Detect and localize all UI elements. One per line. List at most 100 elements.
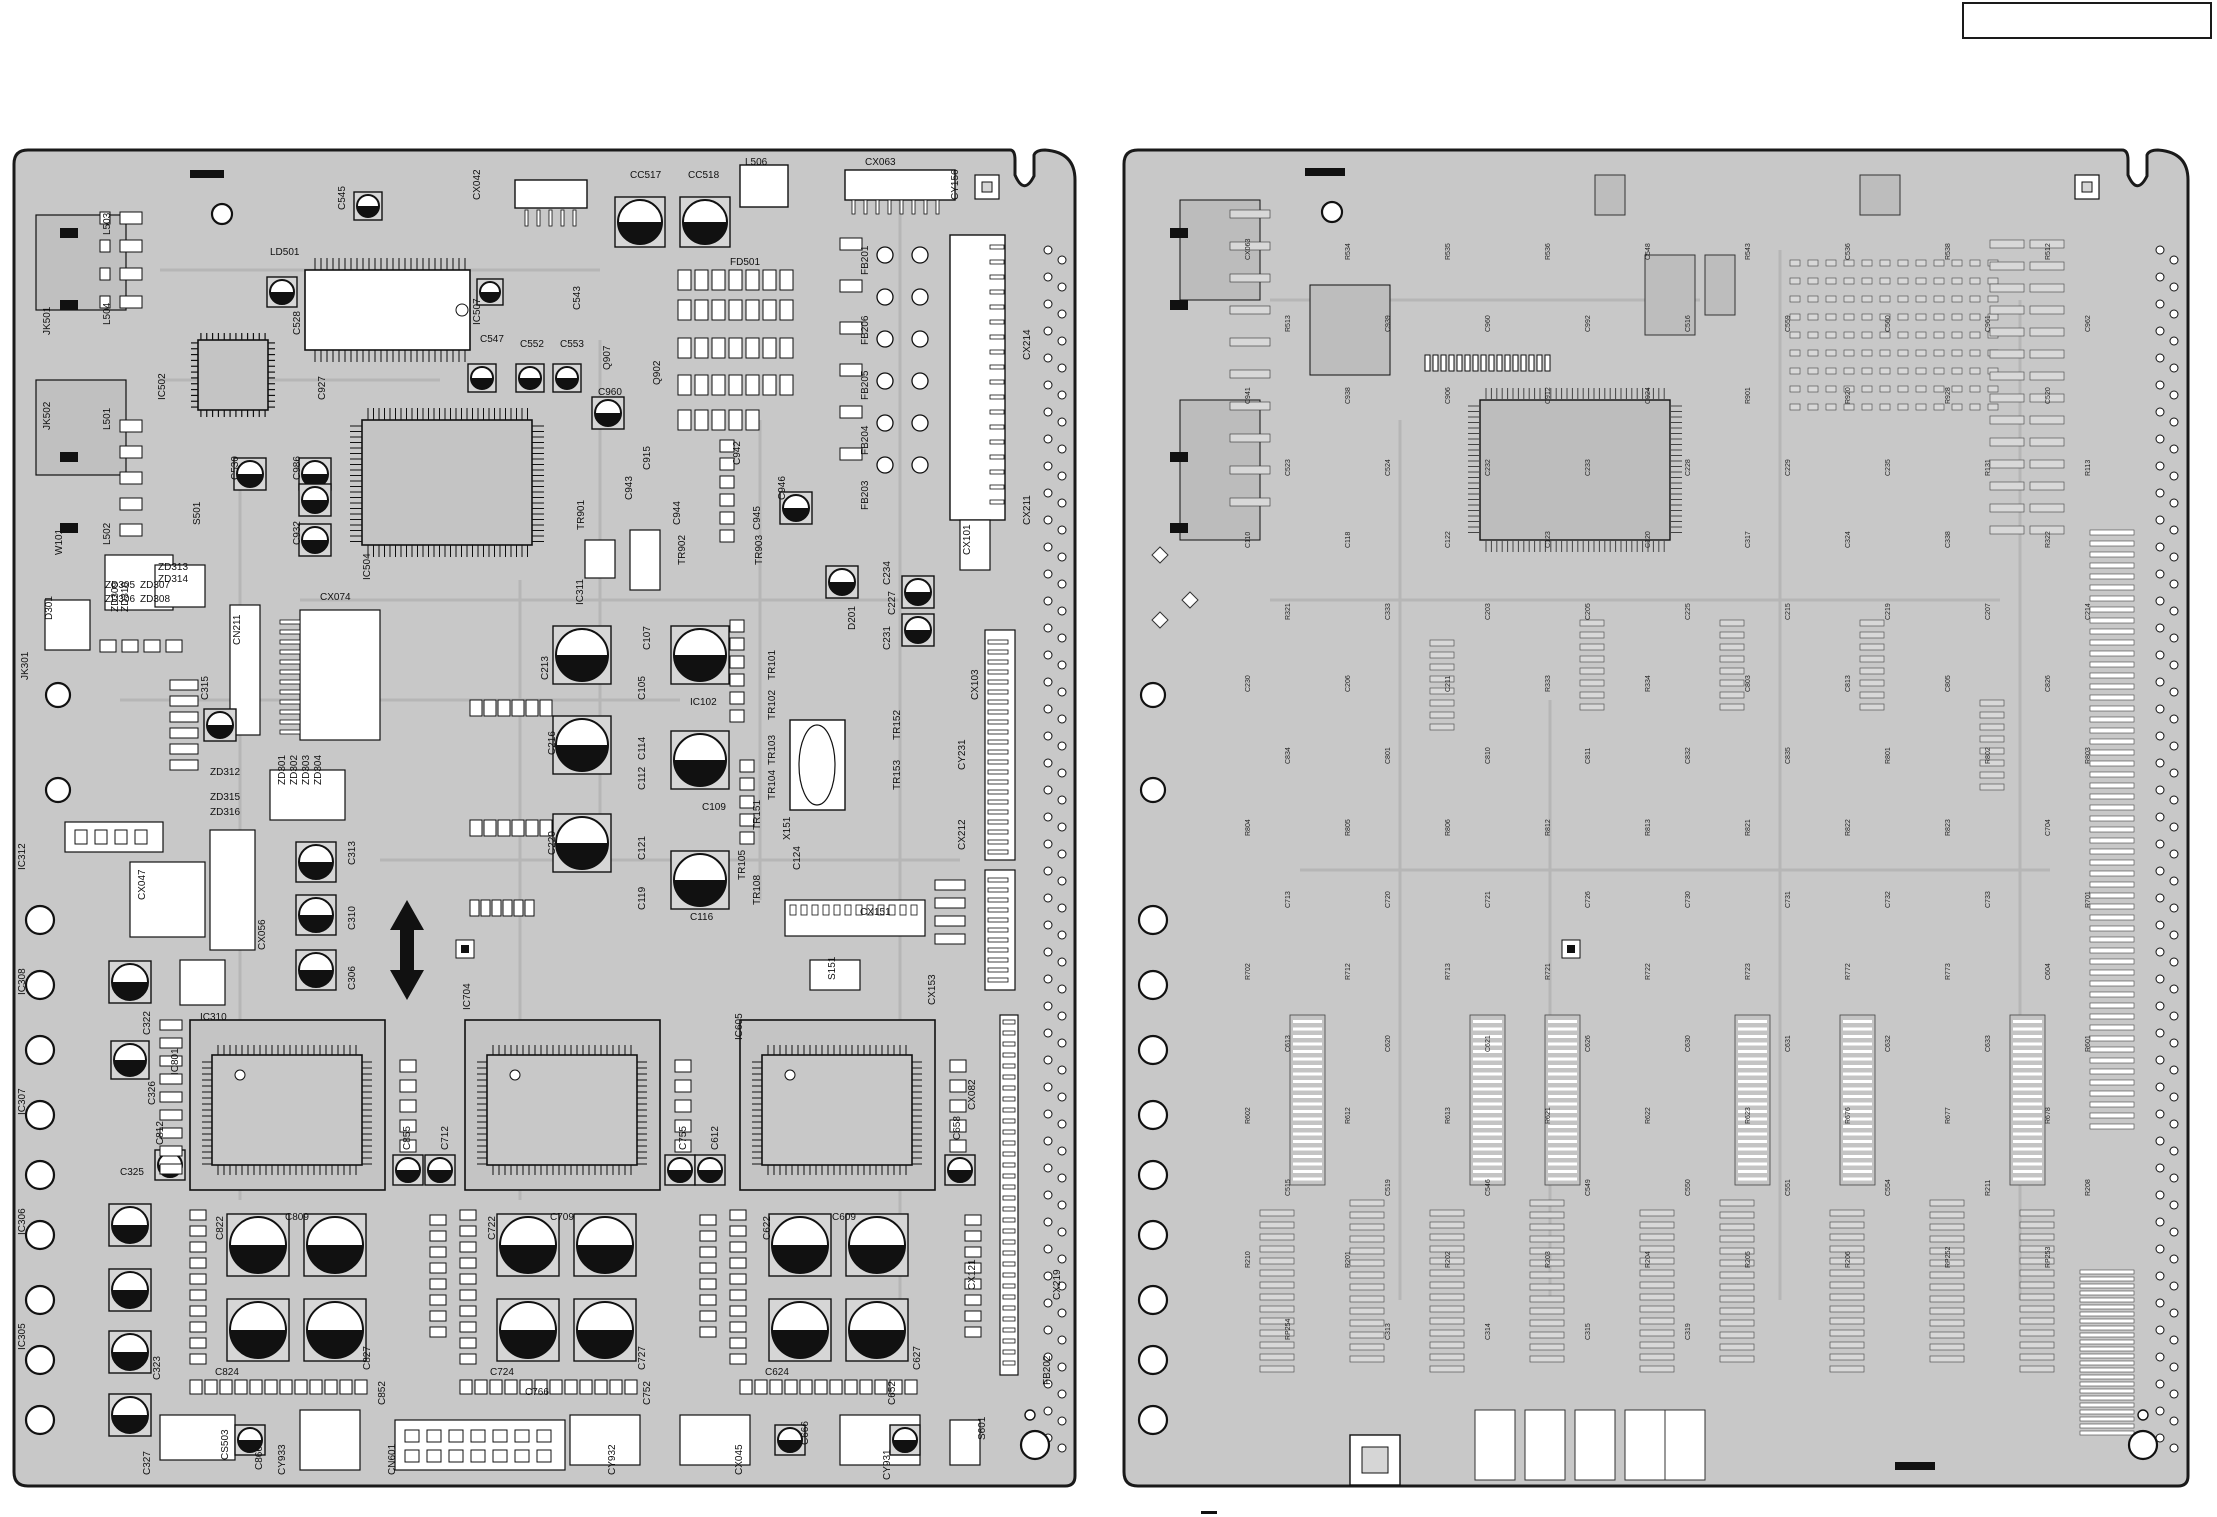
edge-connector-pad — [2089, 815, 2135, 822]
smd-pad — [1929, 1331, 1965, 1339]
label-Q902: Q902 — [652, 360, 663, 385]
capacitor-polarity — [302, 540, 328, 553]
label-IC704: IC704 — [462, 983, 473, 1010]
smd-pad — [1929, 1199, 1965, 1207]
edge-pin-hole — [2169, 930, 2179, 940]
smd-pad — [699, 1310, 717, 1322]
mounting-hole — [1019, 1429, 1051, 1461]
edge-pin-hole — [1057, 984, 1067, 994]
connector-pin — [989, 304, 1005, 310]
connector-pin — [279, 639, 301, 645]
edge-pin-hole — [1057, 687, 1067, 697]
smd-pad — [1229, 209, 1271, 219]
smd-pad — [159, 1145, 183, 1157]
smd-pad — [799, 1379, 813, 1395]
smd-pad — [1789, 385, 1801, 393]
smd-pad — [1229, 401, 1271, 411]
label-C945: C945 — [752, 506, 763, 530]
edge-pin-hole — [1043, 407, 1053, 417]
smd-pad — [1429, 1209, 1465, 1217]
connector-pin — [560, 209, 565, 227]
electrolytic-capacitor — [591, 396, 625, 430]
edge-pin-hole — [2169, 1281, 2179, 1291]
mounting-hole — [24, 1219, 56, 1251]
mounting-hole — [1137, 1159, 1169, 1191]
smd-pad — [1879, 331, 1891, 339]
smd-pad — [1807, 367, 1819, 375]
electrolytic-capacitor — [670, 850, 730, 910]
smd-pad — [699, 1246, 717, 1258]
smd-pad — [1933, 367, 1945, 375]
connector-pin — [987, 689, 1009, 695]
smd-pad — [739, 1379, 753, 1395]
smd-pad — [964, 1310, 982, 1322]
smd-pad — [483, 699, 497, 717]
label-CX063: CX063 — [865, 157, 896, 168]
edge-pin-hole — [2155, 245, 2165, 255]
pad-column-stripe — [1738, 1057, 1767, 1061]
label-C766: C766 — [525, 1387, 549, 1398]
edge-pin-hole — [2169, 1119, 2179, 1129]
smd-pad — [1349, 1259, 1385, 1267]
label-TR108: TR108 — [752, 875, 763, 905]
capacitor-polarity — [595, 413, 621, 426]
label-ZD303: ZD303 — [301, 755, 312, 785]
smd-pad — [1789, 295, 1801, 303]
edge-pin-hole — [1057, 336, 1067, 346]
smd-pad — [1859, 679, 1885, 687]
mounting-hole — [1137, 969, 1169, 1001]
smd-pad — [1879, 277, 1891, 285]
electrolytic-capacitor — [353, 191, 383, 221]
pad-column-stripe — [1473, 1080, 1502, 1083]
smd-pad — [1639, 1341, 1675, 1349]
smd-pad — [1229, 497, 1271, 507]
label-C813: C813 — [1845, 675, 1852, 692]
ferrite-bead — [911, 246, 929, 264]
capacitor-polarity — [668, 1170, 692, 1182]
edge-pin-hole — [1057, 255, 1067, 265]
connector-pin — [800, 904, 808, 916]
smd-pad — [964, 1326, 982, 1338]
edge-connector-pad — [2079, 1353, 2135, 1359]
edge-connector-pad — [2089, 661, 2135, 668]
smd-pad — [189, 1305, 207, 1317]
edge-pin-hole — [1043, 326, 1053, 336]
smd-pad — [745, 409, 760, 431]
electrolytic-capacitor — [670, 625, 730, 685]
label-R113: R113 — [2085, 460, 2092, 476]
label-TR153: TR153 — [892, 760, 903, 790]
connector-pin — [1002, 1327, 1016, 1333]
ic-IC502 — [191, 333, 275, 417]
pad-column-stripe — [1293, 1147, 1322, 1151]
smd-pad — [729, 1289, 747, 1301]
smd-pad — [2029, 415, 2065, 425]
smd-pad — [1349, 1295, 1385, 1303]
smd-pad — [1933, 403, 1945, 411]
smd-pad — [729, 1257, 747, 1269]
pad-column-stripe — [1548, 1162, 1577, 1166]
label-C866: C866 — [254, 1446, 265, 1470]
smd-pad — [2029, 305, 2065, 315]
smd-pad — [1825, 313, 1837, 321]
pad-column-stripe — [2013, 1065, 2042, 1068]
pad-column-stripe — [1843, 1110, 1872, 1113]
smd-pad — [609, 1379, 623, 1395]
edge-pin-hole — [1057, 930, 1067, 940]
connector-pin — [877, 904, 885, 916]
edge-pin-hole — [2169, 282, 2179, 292]
smd-pad — [1529, 1211, 1565, 1219]
label-FB201: FB201 — [860, 245, 871, 275]
pad-column-stripe — [1843, 1072, 1872, 1076]
edge-pin-hole — [1057, 876, 1067, 886]
connector-pin — [987, 887, 1009, 893]
label-C946: C946 — [777, 476, 788, 500]
smd-pad — [1897, 313, 1909, 321]
smd-pad — [1529, 1319, 1565, 1327]
smd-pad — [1429, 675, 1455, 683]
capacitor-polarity — [299, 862, 333, 879]
ferrite-bead — [911, 456, 929, 474]
label-R202: R202 — [1445, 1251, 1452, 1268]
label-C203: C203 — [1485, 603, 1492, 620]
capacitor-polarity — [556, 655, 608, 681]
